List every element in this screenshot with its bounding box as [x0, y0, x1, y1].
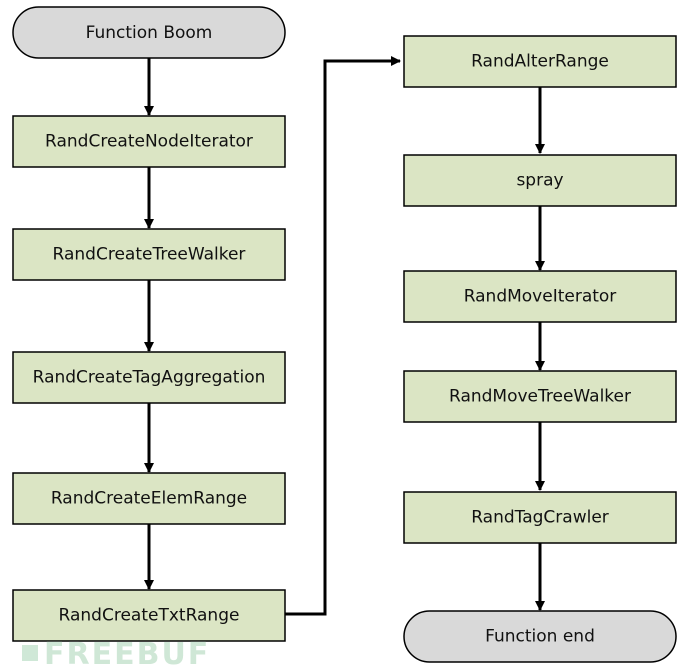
connectors	[144, 56, 545, 616]
process-box-tag-crawler: RandTagCrawler	[403, 491, 677, 544]
watermark-logo-icon	[22, 645, 38, 661]
process-label: RandCreateTxtRange	[59, 606, 240, 626]
process-label: RandTagCrawler	[471, 508, 609, 528]
start-label: Function Boom	[86, 23, 213, 43]
process-box-tag-aggregation: RandCreateTagAggregation	[12, 351, 286, 404]
process-label: RandCreateElemRange	[51, 489, 247, 509]
process-box-elem-range: RandCreateElemRange	[12, 472, 286, 525]
process-label: RandCreateTagAggregation	[33, 368, 266, 388]
process-box-txt-range: RandCreateTxtRange	[12, 589, 286, 642]
start-terminal: Function Boom	[12, 6, 286, 59]
process-box-tree-walker: RandCreateTreeWalker	[12, 228, 286, 281]
process-label: spray	[516, 171, 563, 191]
process-box-move-tree-walker: RandMoveTreeWalker	[403, 370, 677, 423]
process-box-move-iterator: RandMoveIterator	[403, 270, 677, 323]
arrow-txt-range-to-alter-range	[285, 56, 401, 616]
end-terminal: Function end	[403, 610, 677, 663]
process-label: RandCreateTreeWalker	[53, 245, 246, 265]
freebuf-watermark: FREEBUF	[22, 637, 210, 672]
process-box-spray: spray	[403, 154, 677, 207]
process-box-alter-range: RandAlterRange	[403, 35, 677, 88]
process-label: RandMoveIterator	[464, 287, 617, 307]
end-label: Function end	[485, 627, 595, 647]
process-box-node-iterator: RandCreateNodeIterator	[12, 115, 286, 168]
process-label: RandMoveTreeWalker	[449, 387, 631, 407]
process-label: RandCreateNodeIterator	[45, 132, 253, 152]
process-label: RandAlterRange	[471, 52, 609, 72]
watermark-text: FREEBUF	[44, 637, 210, 672]
